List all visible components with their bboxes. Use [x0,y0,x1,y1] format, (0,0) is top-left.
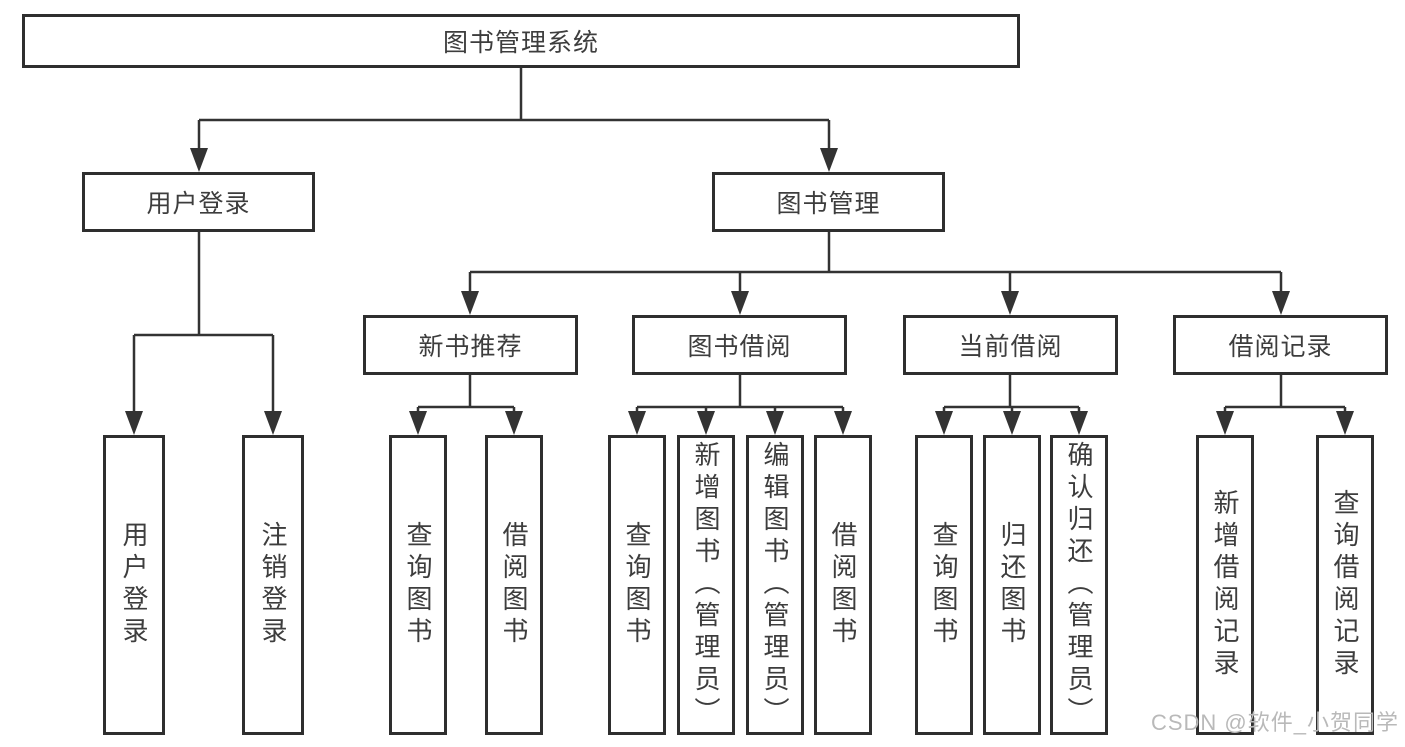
node-user-login: 用户登录 [82,172,315,232]
leaf-logout: 注销登录 [242,435,304,735]
leaf-query-books-borrowing: 查询图书 [608,435,666,735]
node-library-system: 图书管理系统 [22,14,1020,68]
leaf-confirm-return-admin: 确认归还（管理员） [1050,435,1108,735]
leaf-user-login: 用户登录 [103,435,165,735]
leaf-query-borrow-record: 查询借阅记录 [1316,435,1374,735]
node-borrowing-records: 借阅记录 [1173,315,1388,375]
node-new-book-recommend: 新书推荐 [363,315,578,375]
leaf-return-books: 归还图书 [983,435,1041,735]
csdn-watermark: CSDN @软件_小贺同学 [1150,710,1399,735]
leaf-add-book-admin: 新增图书（管理员） [677,435,735,735]
leaf-query-books-current: 查询图书 [915,435,973,735]
leaf-add-borrow-record: 新增借阅记录 [1196,435,1254,735]
node-book-borrowing: 图书借阅 [632,315,847,375]
leaf-borrow-books-recommend: 借阅图书 [485,435,543,735]
node-current-borrowing: 当前借阅 [903,315,1118,375]
leaf-edit-book-admin: 编辑图书（管理员） [746,435,804,735]
leaf-borrow-books-borrowing: 借阅图书 [814,435,872,735]
node-book-management: 图书管理 [712,172,945,232]
leaf-query-books-recommend: 查询图书 [389,435,447,735]
